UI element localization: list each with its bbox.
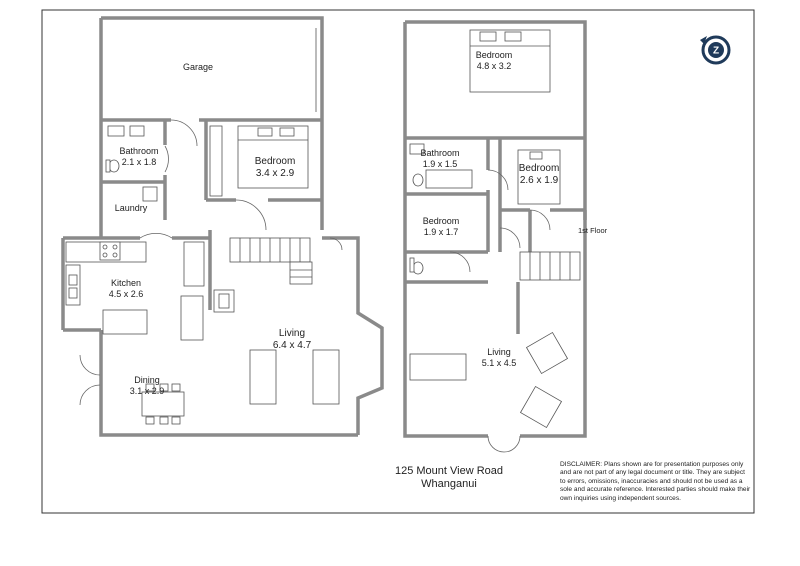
room-name: Bedroom xyxy=(518,163,560,174)
room-label-living: Living 6.4 x 4.7 xyxy=(273,328,311,352)
room-label-living-upper: Living 5.1 x 4.5 xyxy=(482,347,517,369)
first-fixtures xyxy=(409,29,581,429)
room-label-bathroom-upper: Bathroom 1.9 x 1.5 xyxy=(420,148,459,170)
sheet-border xyxy=(41,9,755,514)
room-label-dining: Dining 3.1 x 2.9 xyxy=(130,375,165,397)
room-name: Bedroom xyxy=(475,50,513,60)
room-name: Kitchen xyxy=(110,278,142,288)
room-name: Garage xyxy=(182,62,214,72)
room-dims: 1.9 x 1.7 xyxy=(423,227,459,237)
address-line-2: Whanganui xyxy=(421,478,477,490)
room-label-bedroom-2: Bedroom 2.6 x 1.9 xyxy=(519,163,560,187)
room-label-bathroom: Bathroom 2.1 x 1.8 xyxy=(119,146,158,168)
room-dims: 3.1 x 2.9 xyxy=(129,386,165,396)
ground-floor xyxy=(61,16,384,437)
room-dims: 4.8 x 3.2 xyxy=(476,61,512,71)
property-address: 125 Mount View Road Whanganui xyxy=(395,465,503,491)
room-name: Dining xyxy=(134,375,160,385)
room-name: Bathroom xyxy=(420,148,460,158)
room-name: Bedroom xyxy=(254,156,296,167)
room-label-bedroom-master: Bedroom 4.8 x 3.2 xyxy=(476,50,513,72)
room-name: Living xyxy=(278,328,306,339)
ground-fixtures xyxy=(65,125,340,425)
floor-level-label: 1st Floor xyxy=(578,226,608,235)
first-floor xyxy=(403,20,587,438)
room-label-kitchen: Kitchen 4.5 x 2.6 xyxy=(109,278,144,300)
address-line-1: 125 Mount View Road xyxy=(394,465,504,477)
room-dims: 6.4 x 4.7 xyxy=(272,340,312,351)
room-label-bedroom-3: Bedroom 1.9 x 1.7 xyxy=(423,216,460,238)
room-label-laundry: Laundry xyxy=(115,203,148,214)
room-dims: 4.5 x 2.6 xyxy=(108,289,144,299)
room-name: Living xyxy=(487,347,511,357)
room-dims: 2.1 x 1.8 xyxy=(121,157,157,167)
disclaimer: DISCLAIMER: Plans shown are for presenta… xyxy=(560,461,752,503)
room-dims: 5.1 x 4.5 xyxy=(481,358,517,368)
room-name: Laundry xyxy=(114,203,148,213)
room-dims: 2.6 x 1.9 xyxy=(519,175,559,186)
svg-text:Z: Z xyxy=(713,46,719,57)
room-label-bedroom: Bedroom 3.4 x 2.9 xyxy=(255,156,296,180)
compass-z-logo-icon: Z xyxy=(700,35,731,65)
room-dims: 3.4 x 2.9 xyxy=(255,168,295,179)
room-name: Bedroom xyxy=(422,216,460,226)
disclaimer-heading: DISCLAIMER: xyxy=(560,461,603,468)
first-doors xyxy=(449,169,551,453)
disclaimer-text: Plans shown are for presentation purpose… xyxy=(560,461,751,502)
room-label-garage: Garage xyxy=(183,62,213,73)
room-name: Bathroom xyxy=(119,146,159,156)
ground-doors xyxy=(79,119,343,406)
room-dims: 1.9 x 1.5 xyxy=(422,159,458,169)
